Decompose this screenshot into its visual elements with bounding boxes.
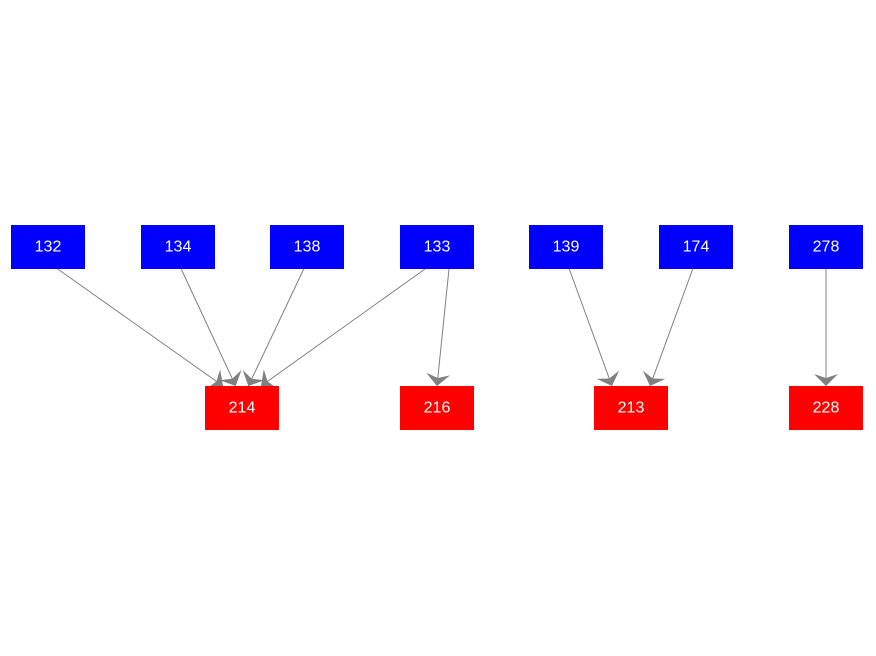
node-label: 132: [35, 239, 62, 256]
node-174[interactable]: 174: [659, 225, 733, 269]
node-213[interactable]: 213: [594, 386, 668, 430]
node-216[interactable]: 216: [400, 386, 474, 430]
node-label: 138: [294, 239, 321, 256]
node-label: 139: [553, 239, 580, 256]
node-box[interactable]: [141, 225, 215, 269]
node-box[interactable]: [270, 225, 344, 269]
node-box[interactable]: [789, 386, 863, 430]
edge-174-to-213: [642, 268, 694, 387]
node-box[interactable]: [789, 225, 863, 269]
edge-134-to-214: [180, 268, 242, 387]
node-box[interactable]: [11, 225, 85, 269]
edge-138-to-214: [242, 268, 305, 387]
node-box[interactable]: [400, 386, 474, 430]
node-133[interactable]: 133: [400, 225, 474, 269]
node-label: 213: [618, 400, 645, 417]
node-box[interactable]: [205, 386, 279, 430]
edge: [260, 268, 426, 389]
node-label: 228: [813, 400, 840, 417]
node-138[interactable]: 138: [270, 225, 344, 269]
node-label: 134: [165, 239, 192, 256]
edge: [426, 268, 451, 387]
node-box[interactable]: [594, 386, 668, 430]
nodes-layer: 132 134 138 133 139 174 278 214 216 213 228: [11, 225, 863, 430]
node-139[interactable]: 139: [529, 225, 603, 269]
edges-layer: [57, 268, 838, 389]
node-134[interactable]: 134: [141, 225, 215, 269]
node-214[interactable]: 214: [205, 386, 279, 430]
node-label: 216: [424, 400, 451, 417]
edge-133-to-214: [260, 268, 426, 389]
edge: [242, 268, 305, 387]
node-box[interactable]: [400, 225, 474, 269]
node-label: 174: [683, 239, 710, 256]
edge: [568, 268, 620, 387]
node-label: 214: [229, 400, 256, 417]
edge: [57, 268, 224, 389]
node-132[interactable]: 132: [11, 225, 85, 269]
node-box[interactable]: [529, 225, 603, 269]
node-label: 278: [813, 239, 840, 256]
edge-132-to-214: [57, 268, 224, 389]
edge-133-to-216: [426, 268, 451, 387]
edge: [642, 268, 694, 387]
node-278[interactable]: 278: [789, 225, 863, 269]
node-label: 133: [424, 239, 451, 256]
node-box[interactable]: [659, 225, 733, 269]
node-228[interactable]: 228: [789, 386, 863, 430]
edge: [180, 268, 242, 387]
edge-139-to-213: [568, 268, 620, 387]
